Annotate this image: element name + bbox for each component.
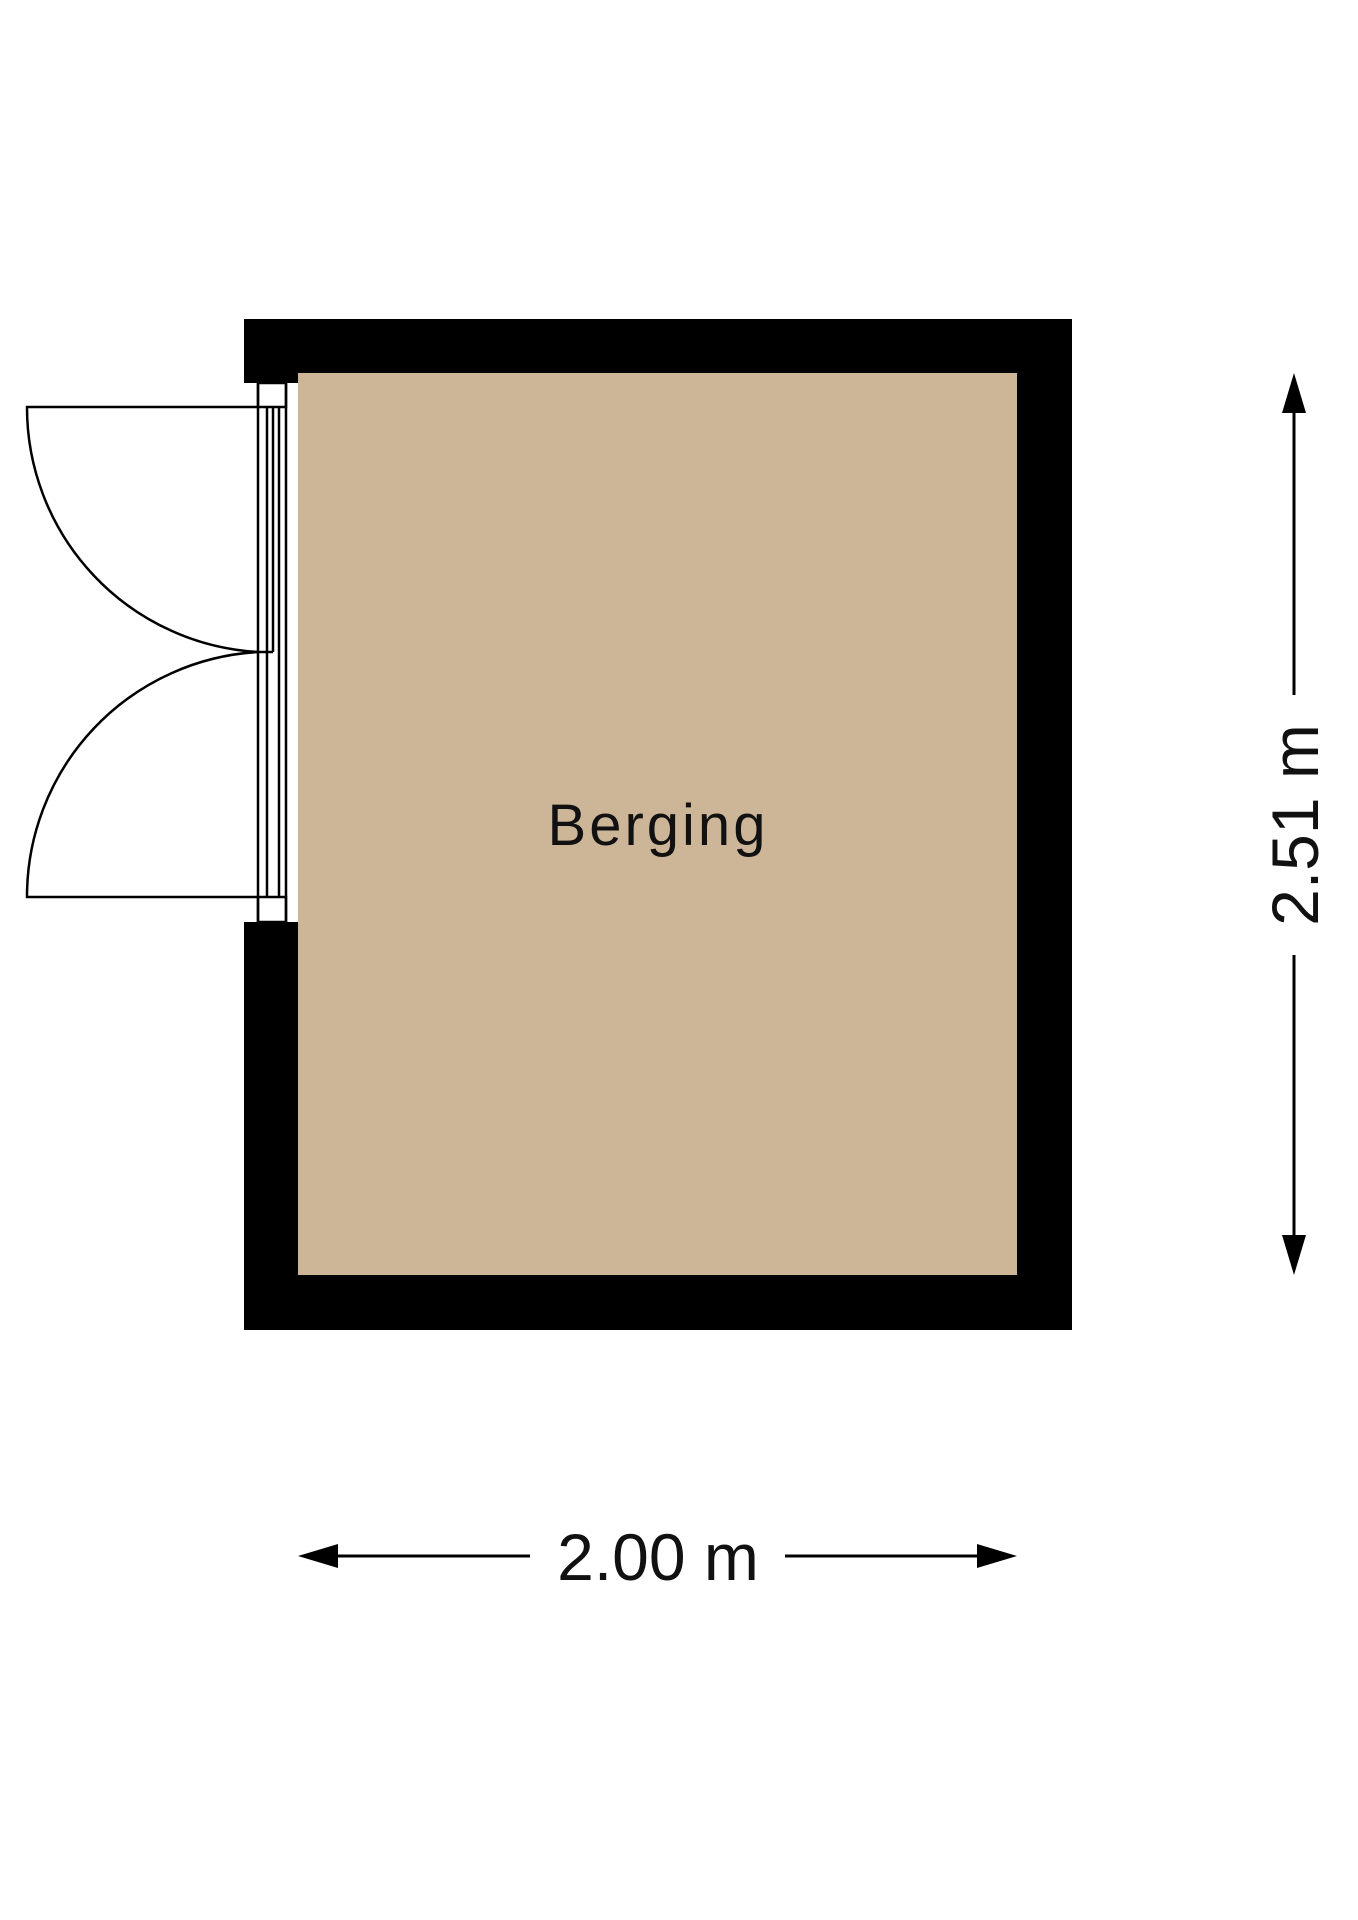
walls — [244, 319, 1072, 1330]
arrow-down-icon — [1282, 1235, 1306, 1275]
room-floor — [298, 373, 1017, 1275]
door-leaf-bottom — [25, 650, 259, 899]
wall-left-lower — [244, 922, 298, 1330]
wall-bottom — [244, 1275, 1072, 1330]
door-leaf-top — [25, 405, 259, 654]
width-label: 2.00 m — [557, 1520, 759, 1594]
door-frame-cap-top — [256, 381, 288, 409]
arrow-up-icon — [1282, 373, 1306, 413]
wall-left-upper — [244, 319, 298, 383]
height-label: 2.51 m — [1258, 724, 1332, 926]
room-label: Berging — [548, 793, 769, 858]
door-frame-cap-bottom — [256, 895, 288, 924]
double-door — [25, 381, 288, 924]
width-dimension: 2.00 m — [298, 1520, 1017, 1594]
wall-right — [1017, 319, 1072, 1330]
height-dimension: 2.51 m — [1258, 373, 1332, 1275]
arrow-right-icon — [977, 1544, 1017, 1568]
wall-top — [244, 319, 1072, 373]
arrow-left-icon — [298, 1544, 338, 1568]
